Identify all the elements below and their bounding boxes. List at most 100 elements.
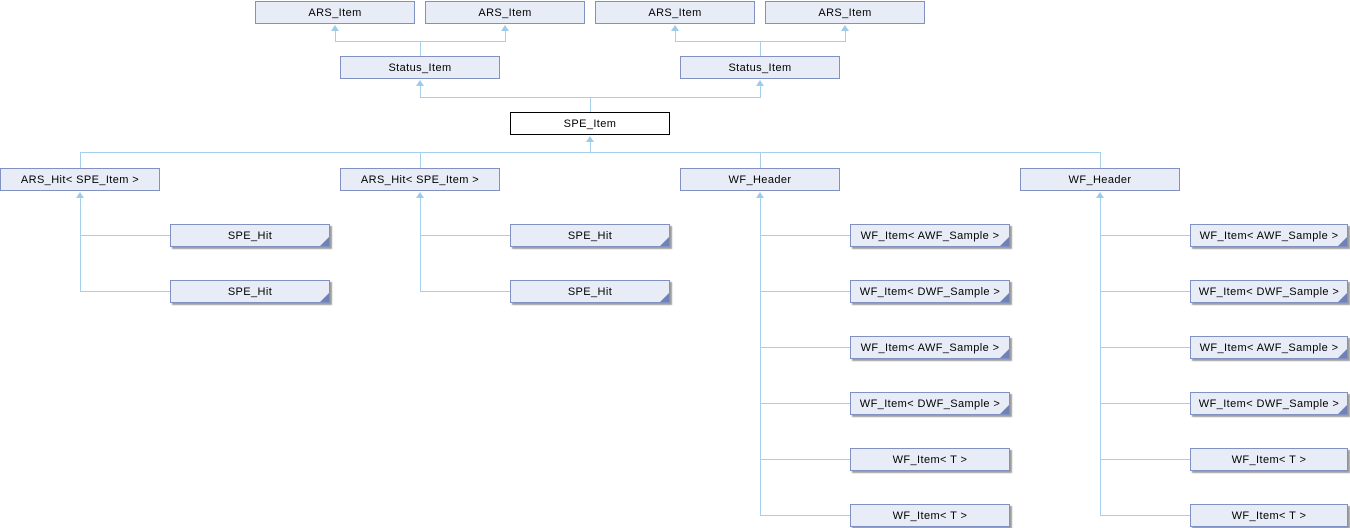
connector-line	[760, 403, 851, 404]
connector-line	[1100, 459, 1191, 460]
class-node-ars_hit_2[interactable]: ARS_Hit< SPE_Item >	[340, 168, 500, 191]
inheritance-arrow-icon	[671, 25, 679, 31]
connector-line	[590, 97, 591, 113]
class-node-wf_item_3[interactable]: WF_Item< AWF_Sample >	[850, 336, 1010, 359]
class-node-label: WF_Item< DWF_Sample >	[859, 397, 1001, 410]
class-node-spe_hit_1[interactable]: SPE_Hit	[170, 224, 330, 247]
inheritance-arrow-icon	[1096, 192, 1104, 198]
class-node-wf_item_11[interactable]: WF_Item< T >	[1190, 448, 1348, 471]
connector-line	[420, 152, 421, 169]
class-node-ars_item_3[interactable]: ARS_Item	[595, 1, 755, 24]
class-node-label: Status_Item	[728, 61, 792, 74]
class-node-wf_header_1[interactable]: WF_Header	[680, 168, 840, 191]
class-node-spe_hit_4[interactable]: SPE_Hit	[510, 280, 670, 303]
class-node-label: ARS_Hit< SPE_Item >	[360, 173, 480, 186]
inheritance-arrow-icon	[416, 192, 424, 198]
class-node-wf_header_2[interactable]: WF_Header	[1020, 168, 1180, 191]
connector-line	[675, 31, 676, 42]
class-node-wf_item_2[interactable]: WF_Item< DWF_Sample >	[850, 280, 1010, 303]
connector-line	[420, 86, 421, 98]
connector-line	[420, 291, 511, 292]
inheritance-arrow-icon	[331, 25, 339, 31]
connector-line	[760, 235, 851, 236]
connector-line	[760, 459, 851, 460]
class-node-status_item_2[interactable]: Status_Item	[680, 56, 840, 79]
connector-line	[420, 235, 511, 236]
connector-line	[505, 31, 506, 42]
inheritance-arrow-icon	[76, 192, 84, 198]
connector-line	[845, 31, 846, 42]
class-node-wf_item_10[interactable]: WF_Item< DWF_Sample >	[1190, 392, 1348, 415]
connector-line	[420, 41, 421, 57]
class-node-label: WF_Item< AWF_Sample >	[1199, 341, 1339, 354]
class-node-wf_item_7[interactable]: WF_Item< AWF_Sample >	[1190, 224, 1348, 247]
connector-line	[1100, 515, 1191, 516]
class-node-spe_item[interactable]: SPE_Item	[510, 112, 670, 135]
inheritance-arrow-icon	[841, 25, 849, 31]
inheritance-arrow-icon	[501, 25, 509, 31]
class-node-wf_item_4[interactable]: WF_Item< DWF_Sample >	[850, 392, 1010, 415]
class-node-label: ARS_Item	[478, 6, 532, 19]
connector-line	[760, 347, 851, 348]
class-node-label: ARS_Item	[648, 6, 702, 19]
connector-line	[760, 198, 761, 516]
folded-corner-icon	[1338, 293, 1347, 302]
connector-line	[80, 291, 171, 292]
connector-line	[1100, 235, 1191, 236]
class-node-spe_hit_3[interactable]: SPE_Hit	[510, 224, 670, 247]
connector-line	[1100, 291, 1191, 292]
class-node-wf_item_5[interactable]: WF_Item< T >	[850, 448, 1010, 471]
inheritance-arrow-icon	[586, 136, 594, 142]
folded-corner-icon	[320, 237, 329, 246]
inheritance-arrow-icon	[756, 192, 764, 198]
connector-line	[590, 142, 591, 153]
class-node-wf_item_6[interactable]: WF_Item< T >	[850, 504, 1010, 527]
inheritance-arrow-icon	[756, 80, 764, 86]
class-node-label: ARS_Hit< SPE_Item >	[20, 173, 140, 186]
connector-line	[1100, 403, 1191, 404]
class-node-label: WF_Item< T >	[892, 509, 968, 522]
class-node-label: WF_Item< T >	[1231, 509, 1307, 522]
connector-line	[760, 86, 761, 98]
class-node-spe_hit_2[interactable]: SPE_Hit	[170, 280, 330, 303]
class-node-label: Status_Item	[388, 61, 452, 74]
class-node-wf_item_1[interactable]: WF_Item< AWF_Sample >	[850, 224, 1010, 247]
connector-line	[760, 152, 761, 169]
class-node-label: WF_Item< T >	[1231, 453, 1307, 466]
connector-line	[1100, 152, 1101, 169]
folded-corner-icon	[1000, 405, 1009, 414]
class-node-wf_item_9[interactable]: WF_Item< AWF_Sample >	[1190, 336, 1348, 359]
class-node-wf_item_12[interactable]: WF_Item< T >	[1190, 504, 1348, 527]
folded-corner-icon	[1000, 237, 1009, 246]
class-node-label: WF_Item< AWF_Sample >	[1199, 229, 1339, 242]
class-node-label: WF_Item< T >	[892, 453, 968, 466]
folded-corner-icon	[1000, 349, 1009, 358]
connector-line	[80, 235, 171, 236]
folded-corner-icon	[660, 237, 669, 246]
class-node-label: ARS_Item	[818, 6, 872, 19]
class-node-label: WF_Item< AWF_Sample >	[860, 341, 1000, 354]
class-node-wf_item_8[interactable]: WF_Item< DWF_Sample >	[1190, 280, 1348, 303]
class-node-label: WF_Item< DWF_Sample >	[859, 285, 1001, 298]
connector-line	[80, 152, 81, 169]
class-node-label: SPE_Hit	[567, 229, 613, 242]
class-node-status_item_1[interactable]: Status_Item	[340, 56, 500, 79]
class-node-label: SPE_Hit	[227, 229, 273, 242]
folded-corner-icon	[1000, 293, 1009, 302]
class-node-label: WF_Header	[1068, 173, 1132, 186]
connector-line	[760, 515, 851, 516]
class-node-ars_item_1[interactable]: ARS_Item	[255, 1, 415, 24]
class-node-label: SPE_Hit	[227, 285, 273, 298]
folded-corner-icon	[1338, 405, 1347, 414]
class-node-ars_item_2[interactable]: ARS_Item	[425, 1, 585, 24]
class-node-label: ARS_Item	[308, 6, 362, 19]
inheritance-arrow-icon	[416, 80, 424, 86]
connector-line	[335, 31, 336, 42]
folded-corner-icon	[660, 293, 669, 302]
folded-corner-icon	[1338, 349, 1347, 358]
class-node-ars_item_4[interactable]: ARS_Item	[765, 1, 925, 24]
class-node-label: WF_Item< DWF_Sample >	[1198, 397, 1340, 410]
folded-corner-icon	[320, 293, 329, 302]
class-node-ars_hit_1[interactable]: ARS_Hit< SPE_Item >	[0, 168, 160, 191]
connector-line	[420, 198, 421, 292]
